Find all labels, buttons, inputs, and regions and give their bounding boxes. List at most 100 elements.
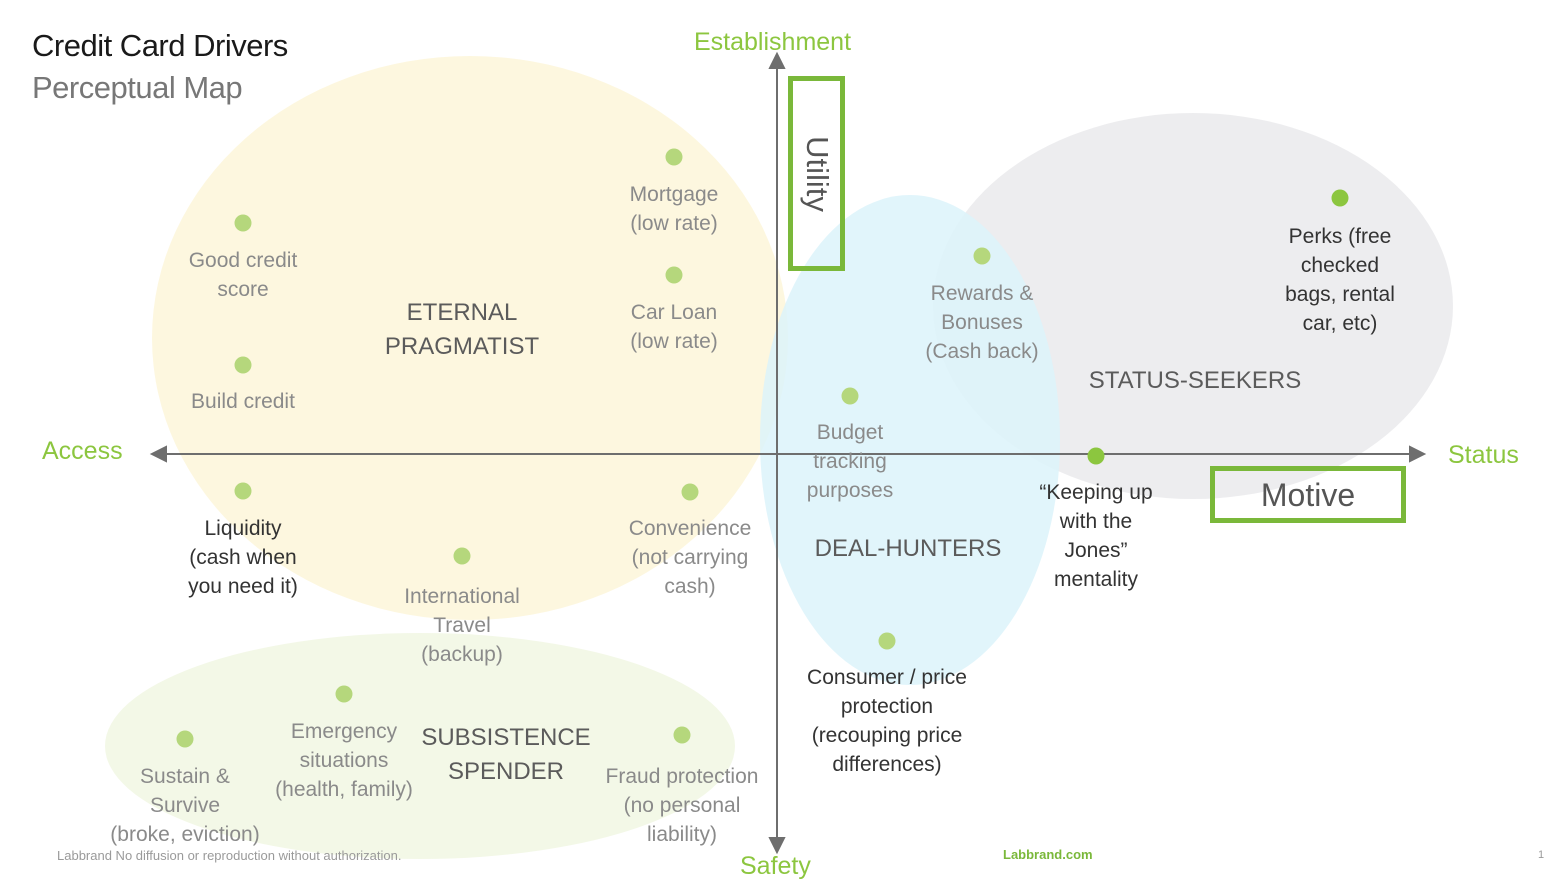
page-title: Credit Card Drivers (32, 28, 288, 63)
driver-label-line: Convenience (628, 517, 752, 540)
driver-label-line: score (217, 278, 269, 301)
segment-label-status-seekers: STATUS-SEEKERS (1089, 364, 1301, 398)
driver-label-line: (broke, eviction) (110, 823, 260, 846)
driver-label-line: liability) (646, 823, 718, 846)
driver-label-good-credit: Good credit score (189, 246, 298, 304)
footer-disclaimer: Labbrand No diffusion or reproduction wi… (57, 848, 402, 863)
driver-label-line: purposes (806, 479, 894, 502)
driver-label-line: International (404, 585, 520, 608)
segment-area-subsistence-spender (105, 633, 735, 859)
driver-label-line: Build credit (191, 390, 295, 413)
driver-label-line: cash) (664, 575, 716, 598)
axes (149, 51, 1427, 855)
driver-dot-sustain (176, 730, 194, 748)
driver-label-line: tracking (813, 450, 887, 473)
segment-area-deal-hunters (760, 195, 1060, 685)
driver-label-line: differences) (832, 753, 942, 776)
driver-label-line: Budget (816, 421, 884, 444)
top-arrowhead (768, 51, 786, 69)
driver-label-line: Car Loan (630, 301, 718, 324)
utility-label: Utility (799, 135, 835, 212)
driver-label-fraud-protection: Fraud protection (no personal liability) (606, 762, 759, 849)
driver-label-line: Good credit (188, 249, 298, 272)
driver-label-line: Fraud protection (605, 765, 759, 788)
driver-label-mortgage: Mortgage (low rate) (630, 180, 719, 238)
segment-label-deal-hunters: DEAL-HUNTERS (815, 532, 1002, 566)
driver-label-line: bags, rental (1285, 283, 1395, 306)
driver-label-line: Travel (433, 614, 491, 637)
driver-label-line: Jones” (1064, 539, 1128, 562)
driver-label-line: car, etc) (1302, 312, 1378, 335)
driver-label-line: mentality (1053, 568, 1139, 591)
driver-label-line: you need it) (188, 575, 298, 598)
driver-dot-fraud-protection (673, 726, 691, 744)
driver-label-line: (cash when (189, 546, 297, 569)
driver-label-line: situations (299, 749, 389, 772)
driver-label-liquidity: Liquidity (cash when you need it) (188, 514, 298, 601)
driver-label-line: (not carrying (631, 546, 749, 569)
motive-label: Motive (1260, 477, 1356, 513)
driver-label-line: (health, family) (275, 778, 413, 801)
axis-label-right: Status (1448, 441, 1519, 469)
driver-label-line: protection (840, 695, 934, 718)
driver-dot-build-credit (234, 356, 252, 374)
segment-label-line: ETERNAL (406, 299, 518, 326)
driver-label-line: checked (1300, 254, 1380, 277)
bottom-arrowhead (768, 837, 786, 855)
page-subtitle: Perceptual Map (32, 70, 243, 105)
segment-area-eternal-pragmatist (152, 56, 788, 620)
driver-label-rewards: Rewards &Bonuses(Cash back) (925, 279, 1038, 366)
driver-label-line: “Keeping up (1039, 481, 1153, 504)
driver-dot-keeping-up (1087, 447, 1105, 465)
driver-label-line: Mortgage (629, 183, 719, 206)
driver-dot-consumer-protection (878, 632, 896, 650)
driver-label-emergency: Emergency situations (health, family) (275, 717, 413, 804)
axis-label-bottom: Safety (740, 852, 811, 880)
driver-dot-liquidity (234, 482, 252, 500)
segment-label-line: SPENDER (447, 758, 565, 785)
driver-label-sustain: Sustain & Survive (broke, eviction) (110, 762, 259, 849)
driver-dot-convenience (681, 483, 699, 501)
driver-dot-international-travel (453, 547, 471, 565)
driver-label-line: (no personal (623, 794, 741, 817)
segment-label-line: PRAGMATIST (384, 333, 540, 360)
driver-dot-mortgage (665, 148, 683, 166)
driver-label-budget-tracking: Budget tracking purposes (807, 418, 893, 505)
driver-label-line: Sustain & (140, 765, 230, 788)
driver-dot-budget-tracking (841, 387, 859, 405)
utility-box: Utility (788, 76, 845, 271)
driver-label-line: (backup) (421, 643, 503, 666)
axis-label-left: Access (42, 437, 123, 465)
footer-brand: Labbrand.com (1003, 847, 1093, 862)
segment-label-line: SUBSISTENCE (421, 724, 591, 751)
driver-label-line: Liquidity (204, 517, 282, 540)
driver-dot-emergency (335, 685, 353, 703)
driver-label-line: Survive (149, 794, 221, 817)
segment-label-eternal-pragmatist: ETERNAL PRAGMATIST (385, 296, 539, 364)
driver-label-line: (recouping price (811, 724, 963, 747)
driver-label-convenience: Convenience (not carrying cash) (629, 514, 752, 601)
driver-label-line: Emergency (290, 720, 398, 743)
axis-label-top: Establishment (694, 28, 852, 56)
right-arrowhead (1409, 445, 1427, 463)
segment-area-status-seekers (933, 113, 1453, 499)
driver-dot-good-credit (234, 214, 252, 232)
driver-dot-car-loan (665, 266, 683, 284)
driver-label-build-credit: Build credit (191, 387, 295, 416)
driver-label-line: (low rate) (630, 212, 718, 235)
driver-label-line: Bonuses (941, 311, 1023, 334)
driver-dot-perks (1331, 189, 1349, 207)
segment-label-line: DEAL-HUNTERS (814, 535, 1002, 562)
driver-dot-rewards (973, 247, 991, 265)
motive-box: Motive (1210, 466, 1406, 523)
driver-label-line: Rewards & (930, 282, 1034, 305)
left-arrowhead (149, 445, 167, 463)
driver-label-line: with the (1059, 510, 1133, 533)
segment-label-subsistence-spender: SUBSISTENCE SPENDER (421, 721, 590, 789)
